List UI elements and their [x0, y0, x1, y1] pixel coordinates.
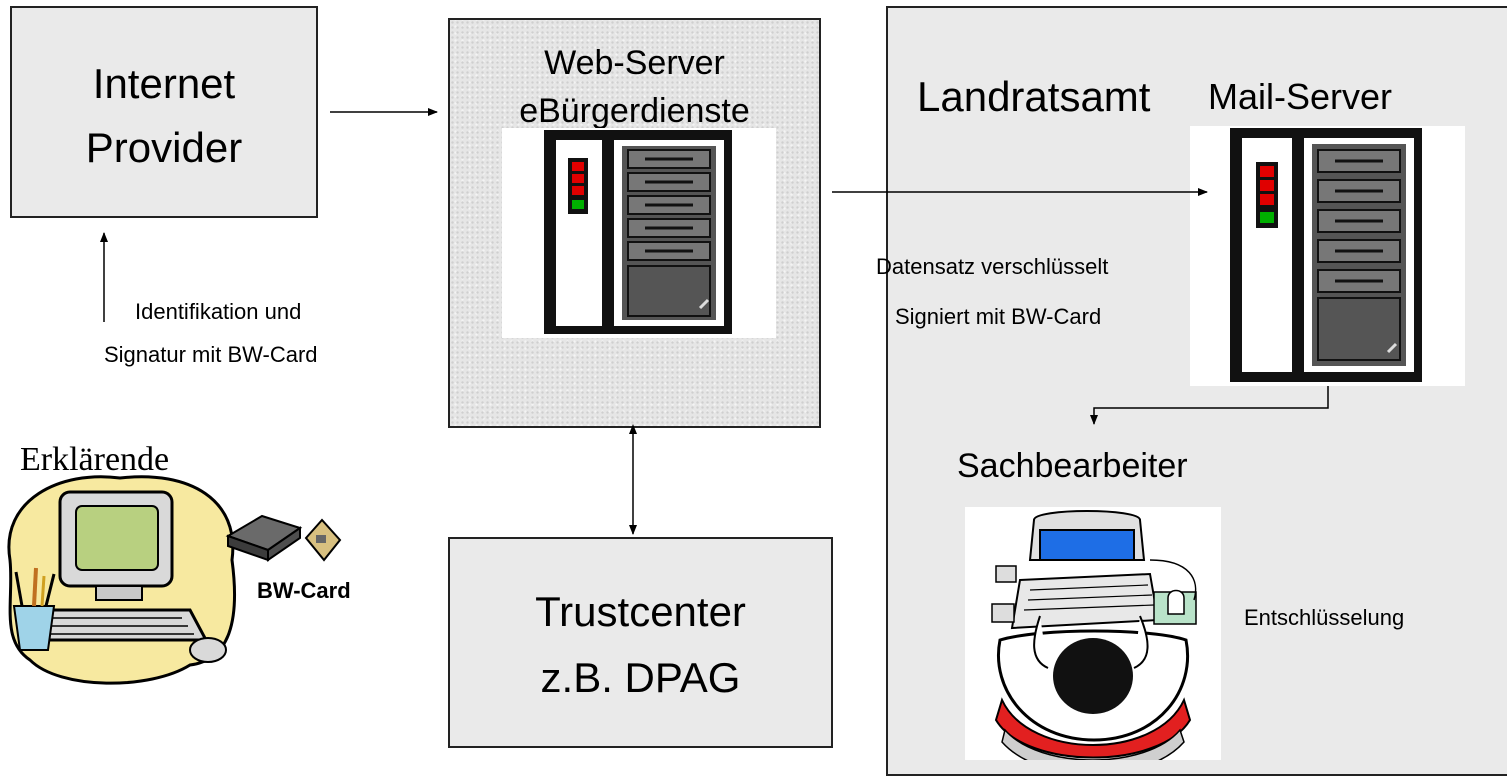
label-identifikation-line2: Signatur mit BW-Card — [104, 342, 318, 367]
label-signiert: Signiert mit BW-Card — [895, 304, 1102, 329]
mail-server-label: Mail-Server — [1208, 76, 1393, 117]
internet-provider-box — [10, 6, 318, 218]
label-sachbearbeiter: Sachbearbeiter — [957, 447, 1188, 485]
label-entschluesselung: Entschlüsselung — [1244, 605, 1405, 630]
computer-clipart-icon — [7, 475, 236, 685]
web-server-title-line2: eBürgerdienste — [519, 92, 750, 130]
worker-clipart-icon — [991, 510, 1197, 760]
trustcenter-line1: Trustcenter — [535, 588, 746, 635]
arrow-mailserver-to-sachbearbeiter — [1090, 386, 1329, 425]
landratsamt-title: Landratsamt — [917, 73, 1151, 120]
label-datensatz: Datensatz verschlüsselt — [876, 254, 1109, 279]
web-server-title-line1: Web-Server — [544, 44, 725, 82]
mail-server-rack-icon — [1230, 128, 1422, 382]
web-server-rack-icon — [544, 130, 732, 334]
trustcenter-box — [448, 537, 833, 748]
internet-provider-line1: Internet — [92, 60, 236, 107]
trustcenter-line2: z.B. DPAG — [540, 654, 741, 701]
label-bw-card: BW-Card — [257, 578, 351, 603]
diagram-graphics — [7, 108, 1422, 760]
bw-card-reader-icon — [225, 514, 342, 562]
internet-provider-line2: Provider — [85, 124, 243, 171]
label-identifikation-line1: Identifikation und — [135, 299, 302, 324]
label-erklaerende: Erklärende — [20, 441, 170, 478]
